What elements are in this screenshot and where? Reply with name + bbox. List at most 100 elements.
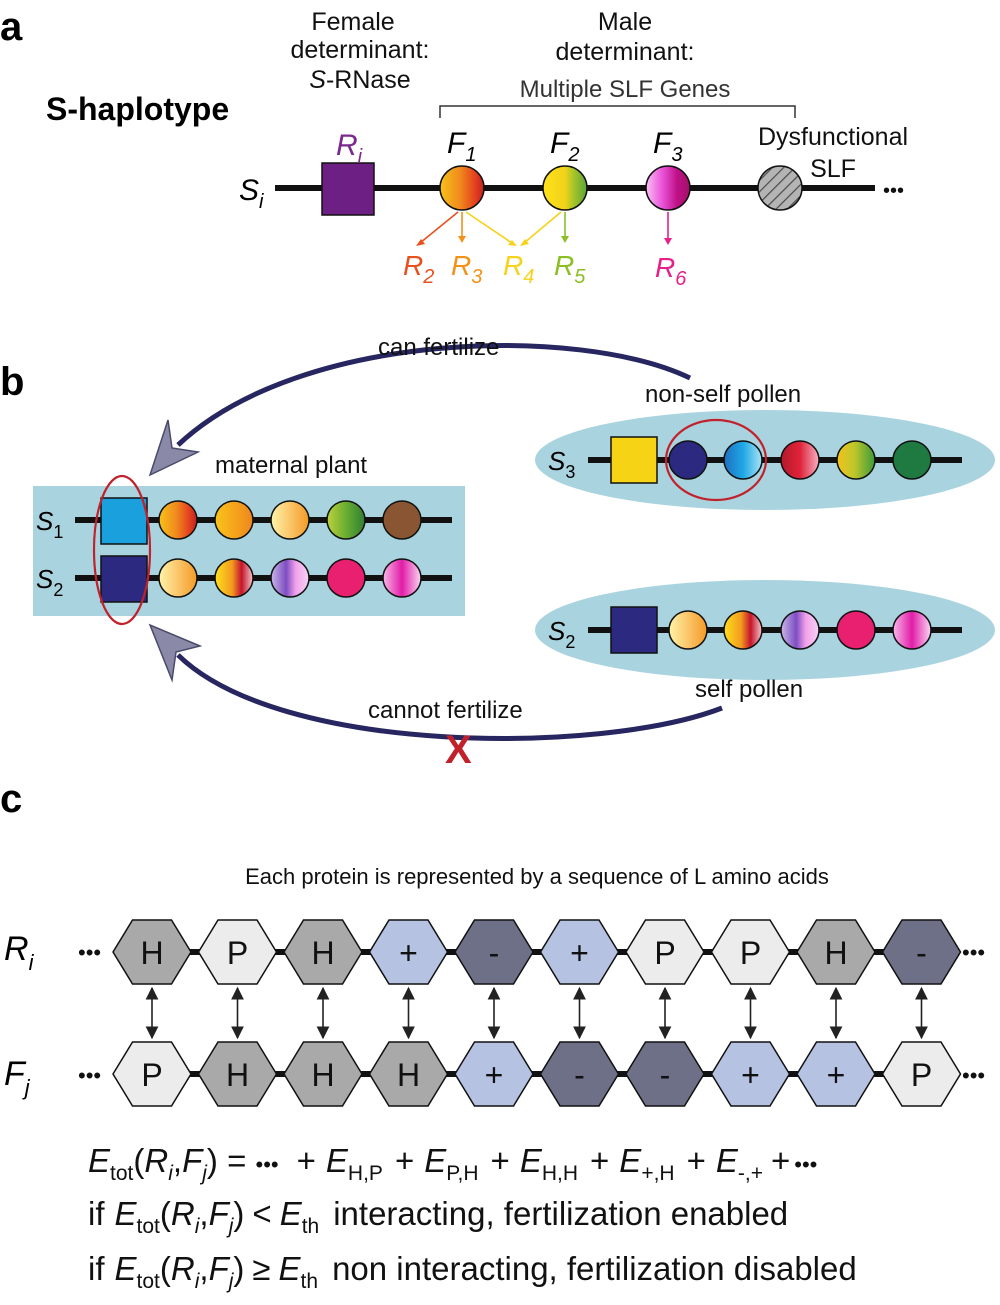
ri-residue-label: H (311, 935, 334, 971)
r6-label: R6 (655, 252, 687, 290)
panel-b: b can fertilize non-self pollen maternal… (0, 334, 995, 772)
ri-residue-label: H (140, 935, 163, 971)
fj-residue-label: - (574, 1057, 585, 1093)
fj-residue-label: - (660, 1057, 671, 1093)
s2-pollen-label: S2 (548, 616, 575, 652)
s3-rnase-box (610, 436, 658, 484)
panel-c: c Each protein is represented by a seque… (0, 777, 985, 1293)
f1-gene (439, 165, 485, 211)
fj-residue-label: + (741, 1057, 760, 1093)
dysfunctional-label-line2: SLF (810, 155, 856, 183)
s2-slf-2 (214, 558, 254, 598)
female-label-line3: S-RNase (309, 66, 410, 94)
s2-pollen-rnase-box (610, 606, 658, 654)
s3-slf-5 (892, 440, 932, 480)
dysfunctional-slf-gene (757, 165, 803, 211)
s3-slf-highlight (664, 418, 768, 502)
panel-a: a S-haplotype Female determinant: S-RNas… (0, 5, 908, 290)
target-arrows (416, 211, 672, 246)
fj-residue-label: H (397, 1057, 420, 1093)
can-fertilize-label: can fertilize (378, 334, 499, 361)
arrowhead-f3-r6 (664, 238, 672, 245)
s3-slf-2 (723, 440, 763, 480)
ri-residue-hexagon (197, 919, 278, 985)
fj-residue-label: + (827, 1057, 846, 1093)
r5-label: R5 (554, 250, 586, 288)
ri-residue-label: + (570, 935, 589, 971)
r2-label: R2 (403, 250, 434, 288)
fj-left-ellipsis: ••• (78, 1063, 101, 1088)
ri-rnase-box (321, 162, 375, 216)
s1-slf-4 (326, 500, 366, 540)
female-label-line2: determinant: (291, 36, 430, 64)
ri-residue-label: P (740, 935, 761, 971)
si-label: Si (239, 174, 264, 213)
ri-residue-hexagon (796, 919, 876, 985)
fj-residue-label: P (141, 1057, 162, 1093)
s2-label: S2 (36, 564, 63, 600)
ri-residue-label: + (399, 935, 418, 971)
can-fertilize-arrowhead (148, 419, 201, 477)
f3-gene (645, 165, 691, 211)
ri-residue-hexagon (710, 919, 791, 985)
self-pollen-label: self pollen (695, 676, 803, 703)
s3-slf-3 (780, 440, 820, 480)
arrowhead-f1-r3 (458, 236, 466, 243)
arrowhead-f2-r5 (561, 236, 569, 243)
ri-residue-hexagon (625, 919, 705, 985)
fj-residue-label: + (485, 1057, 504, 1093)
arrowhead-f2-r4 (520, 239, 529, 246)
ri-residue-label: - (489, 935, 500, 971)
ri-residue-hexagon (112, 919, 192, 985)
can-fertilize-arrow (176, 343, 692, 447)
ri-residue-label: - (916, 935, 927, 971)
s2-slf-5 (382, 558, 422, 598)
s2-pollen-slf-2 (723, 610, 763, 650)
maternal-rnase-highlight (92, 474, 152, 626)
s2-pollen-slf-5 (892, 610, 932, 650)
s1-label: S1 (36, 506, 63, 542)
ri-residue-hexagon (283, 919, 363, 985)
ri-residue-hexagon (368, 919, 449, 985)
f2-gene (542, 165, 588, 211)
f3-label: F3 (653, 127, 682, 166)
fj-residue-hexagon (368, 1041, 449, 1107)
ri-row-label: Ri (4, 930, 35, 975)
arrow-f2-r4 (523, 211, 562, 244)
s2-slf-3 (270, 558, 310, 598)
female-label-line1: Female (311, 8, 394, 36)
maternal-plant-label: maternal plant (215, 452, 367, 479)
fj-residue-hexagon (625, 1041, 705, 1107)
s1-slf-3 (270, 500, 310, 540)
dysfunctional-label-line1: Dysfunctional (758, 123, 908, 151)
f1-label: F1 (447, 127, 476, 166)
ri-label: Ri (336, 129, 363, 168)
s-haplotype-title: S-haplotype (46, 91, 229, 127)
fj-residue-hexagon (197, 1041, 278, 1107)
fj-residue-hexagon (881, 1041, 962, 1107)
fj-residue-label: P (911, 1057, 932, 1093)
ri-residue-hexagon (454, 919, 534, 985)
si-ellipsis: ••• (883, 180, 904, 202)
arrowhead-f1-r4 (508, 240, 517, 246)
fj-residue-hexagon (539, 1041, 620, 1107)
ri-residue-hexagon (539, 919, 620, 985)
s1-slf-1 (158, 500, 198, 540)
ri-residue-hexagon (881, 919, 962, 985)
fj-residue-hexagon (796, 1041, 876, 1107)
ri-residue-label: P (227, 935, 248, 971)
s2-pollen-slf-4 (836, 610, 876, 650)
panel-c-caption: Each protein is represented by a sequenc… (245, 864, 829, 889)
fj-residue-hexagon (710, 1041, 791, 1107)
cross-mark-icon: X (445, 728, 472, 772)
cannot-fertilize-label: cannot fertilize (368, 697, 523, 724)
s2-slf-1 (158, 558, 198, 598)
s1-rnase-box (100, 497, 148, 545)
non-self-pollen-label: non-self pollen (645, 381, 801, 408)
fj-row-label: Fj (4, 1055, 31, 1100)
fj-residue-hexagon (283, 1041, 363, 1107)
